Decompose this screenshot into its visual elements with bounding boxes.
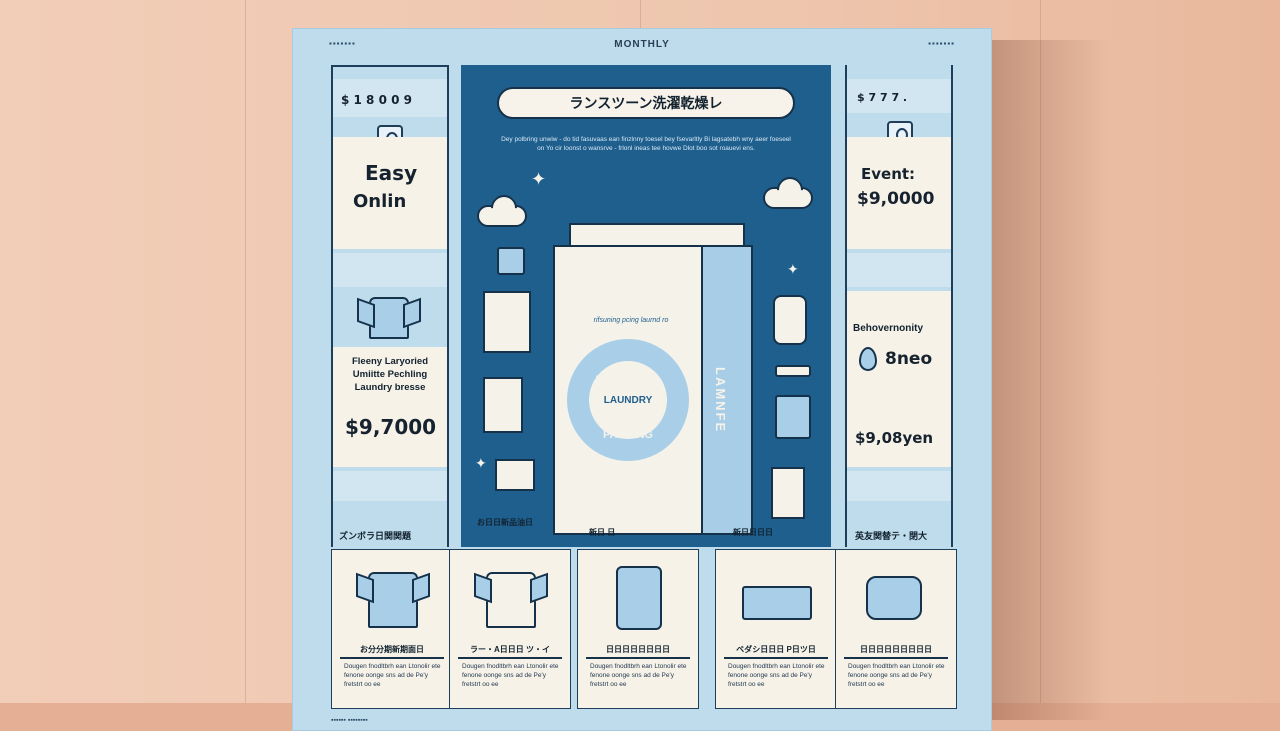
service-card: お分分期新期面日 Dougen fnodltbrh ean Ltonolir e…: [331, 549, 453, 709]
shirt-icon: [486, 572, 536, 628]
receipt-icon: [771, 467, 805, 519]
wall-seam: [245, 0, 246, 731]
right-price-2: $9,08yen: [855, 429, 934, 447]
checklist-icon: [483, 377, 523, 433]
service-card: 日日日日日日日日 Dougen fnodltbrh ean Ltonolir e…: [577, 549, 699, 709]
center-bottom-2: 新日 日: [589, 528, 616, 537]
right-event-card: Event: $9,0000: [847, 137, 951, 249]
bag-label-laundry: LAUNDRY: [603, 395, 653, 406]
poster-footer: ▪▪▪▪▪▪ ▪▪▪▪▪▪▪▪: [331, 717, 368, 724]
service-description: Dougen fnodltbrh ean Ltonolir ete fenone…: [728, 663, 825, 688]
service-card: 日日日日日日日日日 Dougen fnodltbrh ean Ltonolir …: [835, 549, 957, 709]
center-bottom-3: 新日日日日: [733, 528, 773, 537]
grid-line: [331, 65, 333, 547]
poster-shadow: [990, 40, 1110, 720]
laundry-bag-illustration: rifsuning pcing laurnd ro UNLIMITED LAUN…: [553, 215, 753, 535]
left-easy-card: Easy Onlin: [333, 137, 447, 249]
header-title: MONTHLY: [614, 39, 670, 50]
left-top-card: $ 1 8 0 0 9: [333, 79, 447, 117]
bag-emblem-inner: [589, 361, 667, 439]
water-drop-icon: [859, 347, 877, 371]
poster-header: ▪▪▪▪▪▪▪ MONTHLY ▪▪▪▪▪▪▪: [293, 39, 991, 59]
soap-stack-icon: [773, 295, 807, 345]
id-card-icon: [483, 291, 531, 353]
left-top-code: $ 1 8 0 0 9: [341, 93, 412, 107]
right-top-card: $ 7 7 7 .: [847, 79, 951, 113]
right-mid-card: Behovernonity 8neo $9,08yen: [847, 291, 951, 467]
service-caption: 日日日日日日日日: [586, 644, 690, 659]
bag-label-packing: PACKING: [603, 429, 653, 441]
sparkle-icon: ✦: [475, 455, 487, 471]
bag-front: rifsuning pcing laurnd ro UNLIMITED LAUN…: [553, 245, 703, 535]
service-card: ラー・A日日日 ツ・イ Dougen fnodltbrh ean Ltonoli…: [449, 549, 571, 709]
grid-line: [845, 65, 847, 547]
bag-side-text: LAMNFE: [713, 367, 728, 434]
timer-box-icon: [495, 459, 535, 491]
grid-line: [951, 65, 953, 547]
sparkle-icon: ✦: [531, 169, 547, 189]
left-mid-text: Fleeny Laryoried Umiitte Pechling Laundr…: [351, 356, 429, 393]
header-right: ▪▪▪▪▪▪▪: [928, 39, 955, 48]
right-bottom-label: 英友関替テ・閉大: [855, 531, 928, 541]
service-caption: ベダシ日日日 P日ツ日: [724, 644, 828, 659]
sparkle-icon: ✦: [787, 261, 799, 277]
laundry-poster: ▪▪▪▪▪▪▪ MONTHLY ▪▪▪▪▪▪▪ $ 1 8 0 0 9 Easy…: [292, 28, 992, 731]
service-caption: お分分期新期面日: [340, 644, 444, 659]
right-top-code: $ 7 7 7 .: [857, 91, 908, 104]
label-icon: [775, 365, 811, 377]
cloud-icon: [763, 187, 813, 209]
bag-label-unlimited: UNLIMITED: [595, 373, 661, 387]
title-pill: ランスツーン洗濯乾燥レ: [497, 87, 795, 119]
bag-side: LAMNFE: [701, 245, 753, 535]
left-mid-card: Fleeny Laryoried Umiitte Pechling Laundr…: [333, 347, 447, 467]
service-description: Dougen fnodltbrh ean Ltonolir ete fenone…: [848, 663, 945, 688]
bag-script: rifsuning pcing laurnd ro: [593, 317, 669, 324]
folded-clothes-icon: [866, 576, 922, 620]
box-icon: [497, 247, 525, 275]
center-subtitle: Dey polbring unwiw - do tid fasuvaas ean…: [501, 136, 791, 152]
laundry-basket-icon: [742, 586, 812, 620]
service-card: ベダシ日日日 P日ツ日 Dougen fnodltbrh ean Ltonoli…: [715, 549, 837, 709]
right-strip-2: [847, 471, 951, 501]
tshirt-icon: [368, 572, 418, 628]
right-mid-text: Behovernonity: [853, 323, 924, 334]
left-strip: [333, 253, 447, 287]
right-event: Event:: [861, 165, 916, 183]
header-left: ▪▪▪▪▪▪▪: [329, 39, 356, 48]
left-bottom-label: ズンボラ日関関題: [339, 531, 412, 541]
center-panel: ランスツーン洗濯乾燥レ Dey polbring unwiw - do tid …: [461, 65, 831, 547]
left-strip-2: [333, 471, 447, 501]
bag-emblem: UNLIMITED LAUNDRY PACKING: [567, 339, 689, 461]
service-description: Dougen fnodltbrh ean Ltonolir ete fenone…: [344, 663, 441, 688]
detergent-box-icon: [775, 395, 811, 439]
left-online: Onlin: [353, 191, 407, 212]
service-caption: ラー・A日日日 ツ・イ: [458, 644, 562, 659]
wall-seam: [1040, 0, 1041, 731]
tshirt-icon: [369, 297, 409, 339]
service-caption: 日日日日日日日日日: [844, 644, 948, 659]
right-price-1: $9,0000: [857, 189, 935, 209]
laundry-bag-icon: [616, 566, 662, 630]
center-bottom-1: お日日新品油日: [477, 518, 533, 527]
right-strip: [847, 253, 951, 287]
cloud-icon: [477, 205, 527, 227]
grid-line: [447, 65, 449, 547]
left-price: $9,7000: [345, 415, 437, 439]
service-description: Dougen fnodltbrh ean Ltonolir ete fenone…: [590, 663, 687, 688]
left-easy: Easy: [365, 161, 418, 185]
service-description: Dougen fnodltbrh ean Ltonolir ete fenone…: [462, 663, 559, 688]
grid-line: [331, 65, 449, 67]
right-3neo: 8neo: [885, 349, 933, 369]
